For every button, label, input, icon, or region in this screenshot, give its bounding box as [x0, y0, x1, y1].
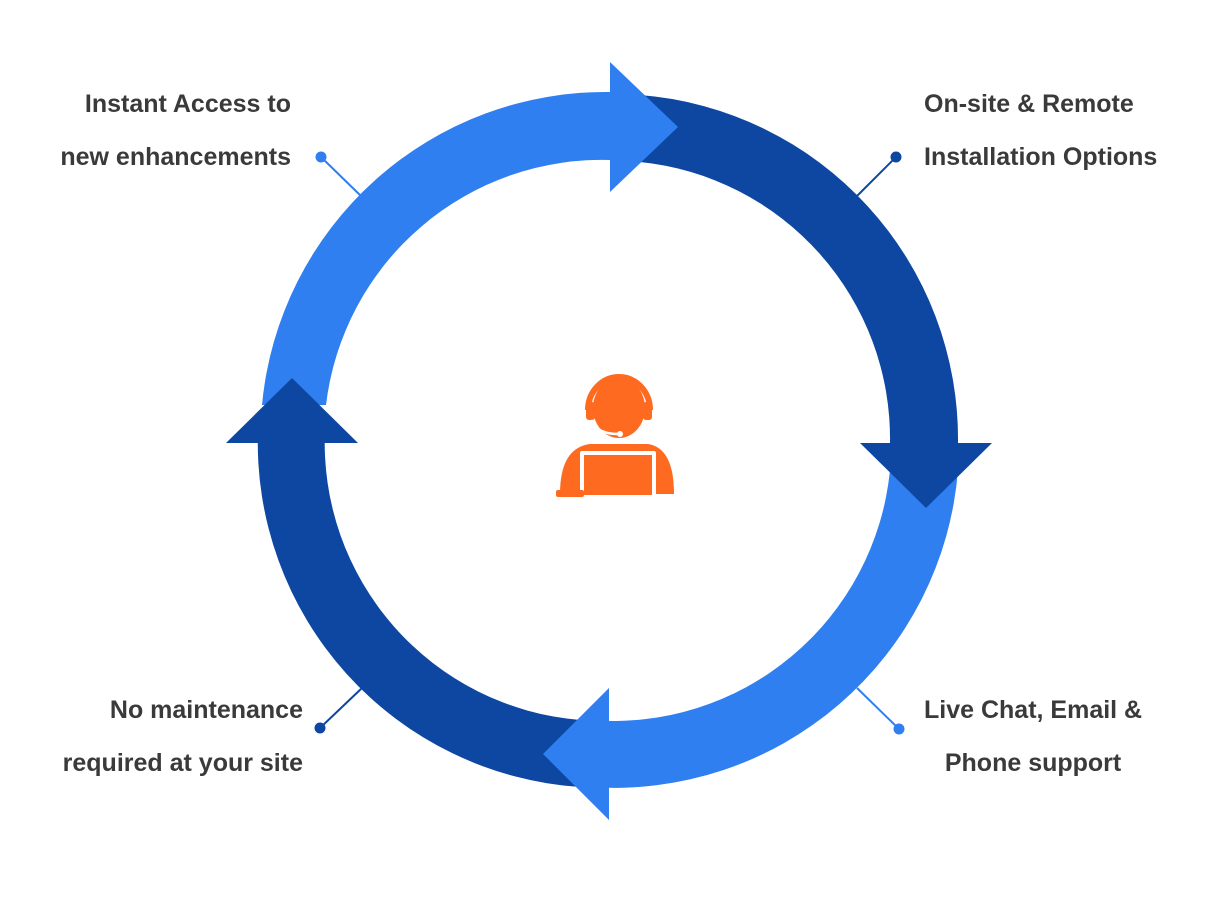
- connector-bottom-right: [856, 687, 905, 735]
- support-agent-icon: [556, 374, 674, 497]
- connector-top-left: [315, 151, 363, 198]
- arrowhead-right: [610, 62, 678, 192]
- segment-top-right: [640, 95, 959, 443]
- segment-bottom-right: [590, 470, 958, 788]
- arrowhead-up: [226, 378, 358, 443]
- label-instant-access-line1: Instant Access to: [84, 90, 291, 118]
- label-installation-options-line2: Installation Options: [924, 143, 1158, 171]
- label-instant-access-line2: new enhancements: [60, 143, 291, 171]
- segment-bottom-left: [257, 430, 580, 787]
- arrowhead-left: [543, 688, 609, 820]
- label-no-maintenance: No maintenance required at your site: [63, 684, 303, 790]
- connector-top-right: [855, 151, 902, 198]
- label-support-channels: Live Chat, Email & Phone support: [924, 684, 1142, 790]
- label-installation-options-line1: On-site & Remote: [924, 90, 1134, 118]
- segment-top-left: [262, 91, 612, 405]
- label-instant-access: Instant Access to new enhancements: [60, 78, 291, 184]
- label-installation-options: On-site & Remote Installation Options: [924, 78, 1157, 184]
- label-no-maintenance-line2: required at your site: [62, 749, 303, 777]
- label-support-channels-line1: Live Chat, Email &: [924, 696, 1143, 724]
- arrowhead-down: [860, 443, 992, 508]
- label-support-channels-line2: Phone support: [944, 749, 1122, 777]
- label-no-maintenance-line1: No maintenance: [109, 696, 303, 724]
- connector-bottom-left: [314, 687, 363, 734]
